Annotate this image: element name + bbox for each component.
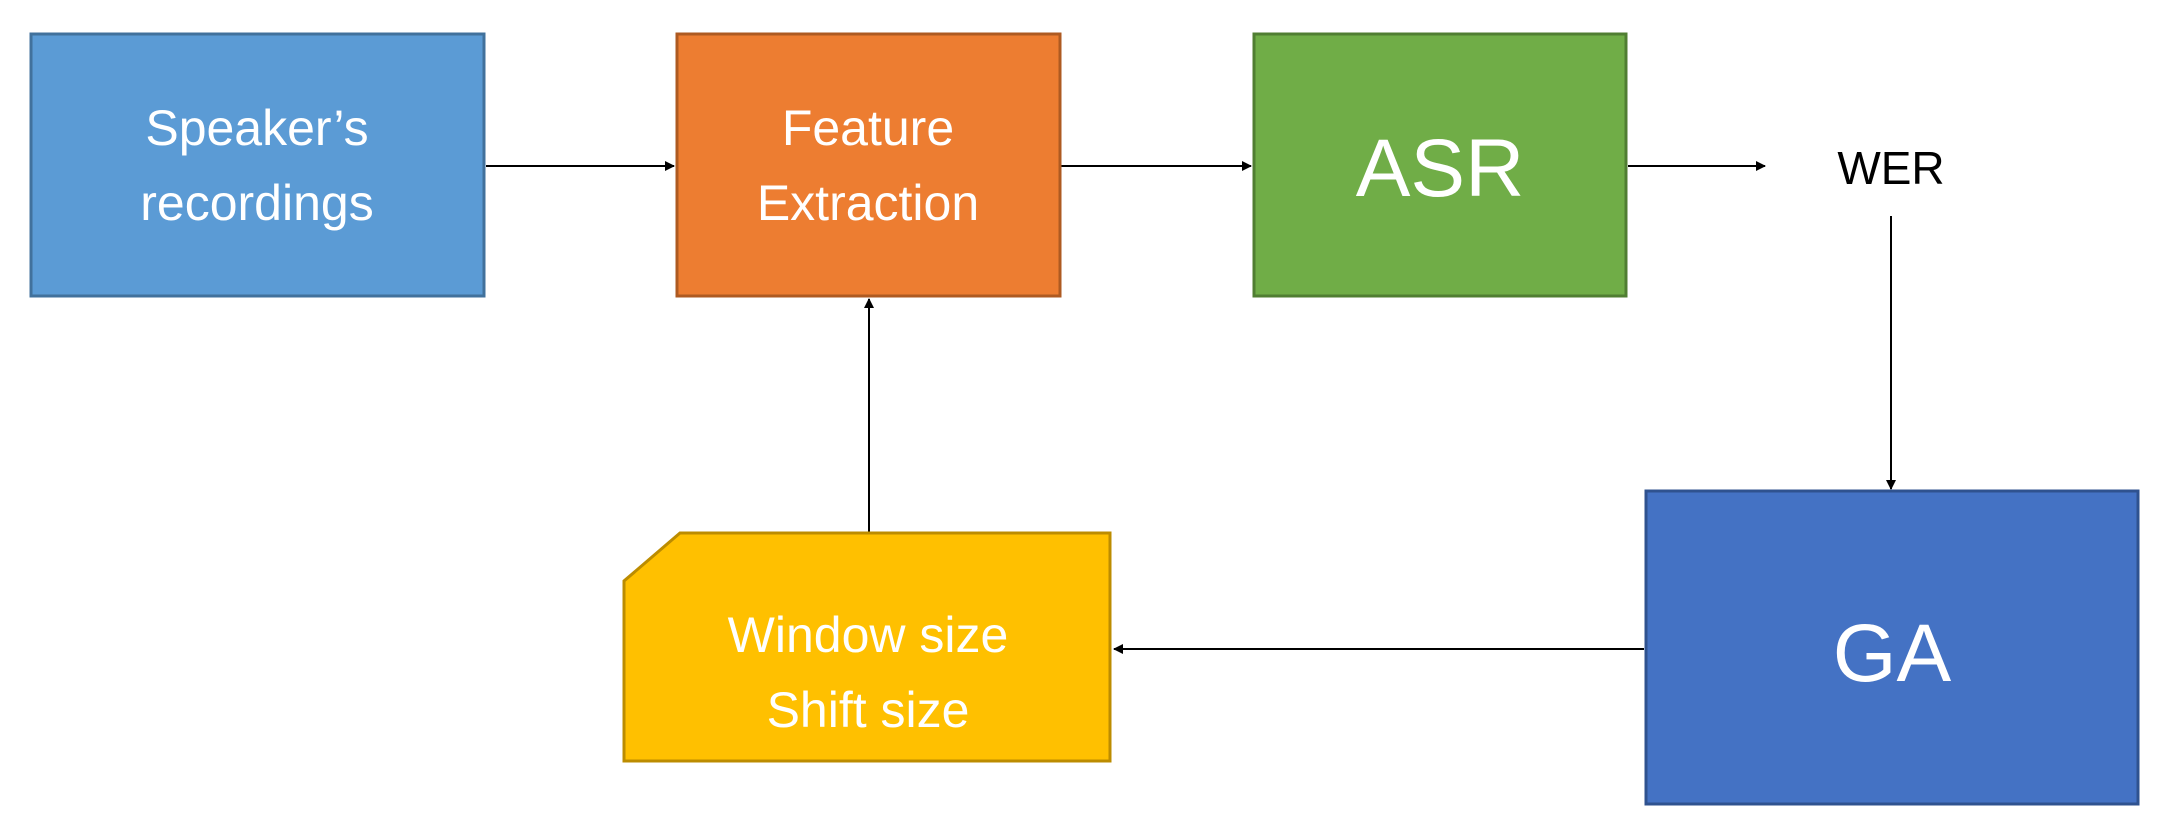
asr-box	[1252, 32, 1628, 298]
speakers-recordings-box	[29, 32, 486, 298]
feature-extraction-label-line2: Extraction	[757, 175, 979, 231]
node-asr: ASR	[1252, 32, 1628, 298]
feature-extraction-label-line1: Feature	[782, 100, 954, 156]
node-window-shift-params: Window size Shift size	[622, 531, 1112, 763]
connectors	[486, 161, 1896, 654]
node-speakers-recordings: Speaker’s recordings	[29, 32, 486, 298]
window-shift-card	[622, 531, 1112, 763]
node-feature-extraction: Feature Extraction	[675, 32, 1062, 298]
asr-label: ASR	[1356, 123, 1525, 214]
wer-label: WER	[1837, 142, 1944, 194]
speakers-recordings-label-line2: recordings	[140, 175, 373, 231]
ga-box	[1644, 489, 2140, 806]
window-size-label: Window size	[728, 607, 1009, 663]
shift-size-label: Shift size	[767, 682, 970, 738]
node-ga: GA	[1644, 489, 2140, 806]
speakers-recordings-label-line1: Speaker’s	[145, 100, 368, 156]
feature-extraction-box	[675, 32, 1062, 298]
ga-label: GA	[1833, 608, 1952, 699]
node-wer: WER	[1837, 142, 1944, 194]
